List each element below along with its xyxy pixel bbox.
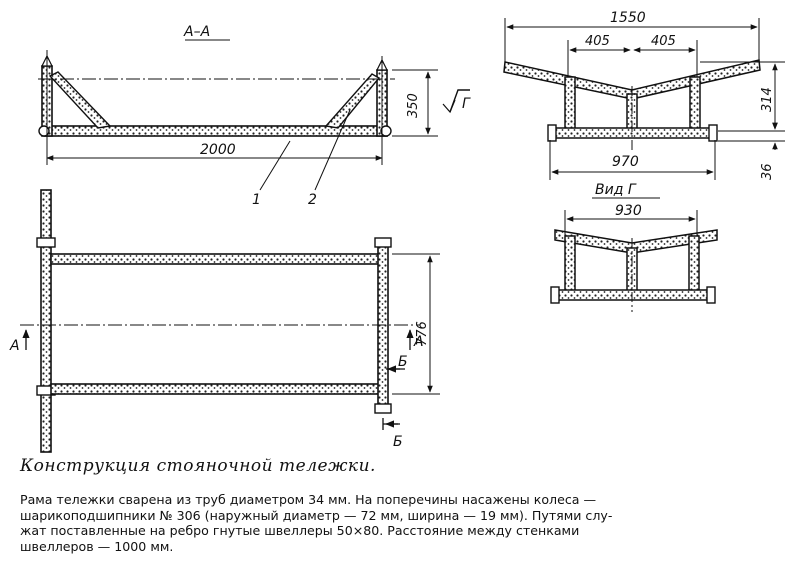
right-leg bbox=[689, 76, 701, 133]
description-line: шарикоподшипники № 306 (наружный диаметр… bbox=[20, 507, 613, 523]
arrow-g-label: Г bbox=[462, 96, 471, 112]
description-line: жат поставленные на ребро гнутые швеллер… bbox=[20, 523, 580, 538]
arrow-b-top-label: Б bbox=[398, 354, 408, 370]
callout-part-1: 1 bbox=[252, 192, 261, 208]
arrow-b-bottom-label: Б bbox=[393, 434, 403, 450]
plan-right-rail bbox=[377, 243, 389, 409]
left-brace bbox=[48, 71, 112, 129]
plan-left-rail bbox=[40, 189, 52, 453]
description-line: Рама тележки сварена из труб диаметром 3… bbox=[20, 492, 597, 507]
dim-view-g-width: 930 bbox=[615, 203, 642, 219]
description-line: швеллеров — 1000 мм. bbox=[20, 538, 174, 554]
dim-inner-right: 405 bbox=[651, 34, 676, 49]
left-leg bbox=[564, 76, 576, 133]
dim-bottom-width: 970 bbox=[612, 154, 639, 170]
figure-description: Рама тележки сварена из труб диаметром 3… bbox=[20, 492, 790, 554]
figure-caption: Конструкция стояночной тележки. bbox=[20, 456, 376, 476]
dim-plan-width: 776 bbox=[415, 321, 430, 346]
dim-frame-length: 2000 bbox=[200, 142, 236, 158]
plan-top-crossbar bbox=[50, 253, 382, 265]
view-g bbox=[550, 197, 718, 312]
dim-offset-36: 36 bbox=[760, 163, 775, 180]
cart-technical-drawing: А–А 2000 350 1 2 Г 1550 405 405 314 970 … bbox=[9, 10, 785, 453]
section-aa-view bbox=[38, 39, 470, 191]
callout-part-2: 2 bbox=[308, 192, 317, 208]
view-g-bottom-tube bbox=[557, 289, 709, 301]
dim-top-width: 1550 bbox=[610, 10, 646, 26]
plan-view bbox=[20, 189, 440, 453]
right-brace bbox=[324, 73, 381, 129]
plan-bottom-crossbar bbox=[50, 383, 382, 395]
arrow-a-left-label: А bbox=[9, 338, 20, 354]
view-g-title: Вид Г bbox=[595, 182, 637, 198]
dim-height-314: 314 bbox=[760, 87, 775, 112]
dim-side-height: 350 bbox=[406, 93, 421, 118]
dim-inner-left: 405 bbox=[585, 34, 610, 49]
arrow-a-right-label: А bbox=[413, 334, 424, 350]
cross-section-view bbox=[503, 18, 785, 180]
section-aa-title: А–А bbox=[183, 24, 210, 40]
